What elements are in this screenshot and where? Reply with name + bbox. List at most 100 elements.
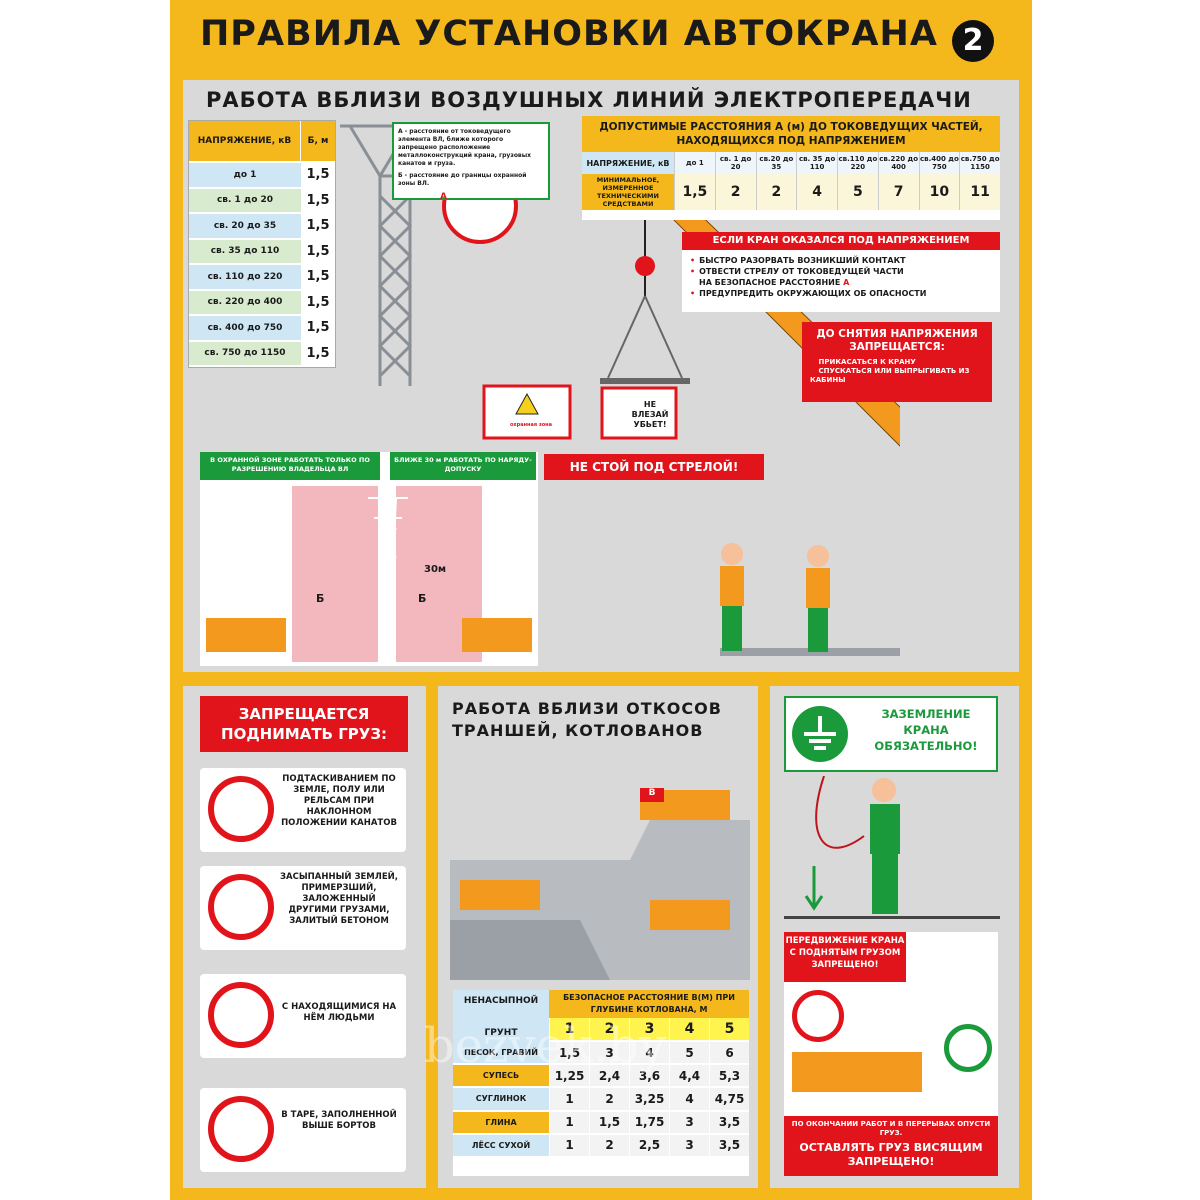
table-row: СУГЛИНОК 1 2 3,25 4 4,75: [453, 1088, 749, 1112]
ban-card: С НАХОДЯЩИМИСЯ НА НЁМ ЛЮДЬМИ: [200, 974, 406, 1058]
ban-text: В ТАРЕ, ЗАПОЛНЕННОЙ ВЫШЕ БОРТОВ: [281, 1110, 397, 1131]
poster-title: ПРАВИЛА УСТАНОВКИ АВТОКРАНА: [200, 14, 938, 54]
value-cell: 1: [549, 1088, 589, 1110]
value-cell: 1,25: [549, 1065, 589, 1087]
sign-danger-label: НЕ ВЛЕЗАЙ УБЬЕТ!: [631, 400, 669, 429]
b-cell: 1,5: [301, 163, 335, 187]
table-row: ГЛИНА 1 1,5 1,75 3 3,5: [453, 1111, 749, 1135]
soil-cell: ПЕСОК, ГРАВИЙ: [453, 1042, 549, 1064]
value-cell: 3,6: [629, 1065, 669, 1087]
corner-bottom-label: ГРУНТ: [484, 1028, 518, 1038]
b-cell: 1,5: [301, 265, 335, 289]
b-cell: 1,5: [301, 341, 335, 365]
soil-cell: ГЛИНА: [453, 1111, 549, 1133]
energized-title: ЕСЛИ КРАН ОКАЗАЛСЯ ПОД НАПРЯЖЕНИЕМ: [682, 232, 1000, 250]
value-cell: 4: [629, 1042, 669, 1064]
before-removal-box: ДО СНЯТИЯ НАПРЯЖЕНИЯ ЗАПРЕЩАЕТСЯ: ПРИКАС…: [802, 322, 992, 402]
mini-crane-right-icon: [462, 618, 532, 652]
distance-cell: 2: [755, 174, 797, 210]
before-removal-list: ПРИКАСАТЬСЯ К КРАНУ СПУСКАТЬСЯ ИЛИ ВЫПРЫ…: [802, 356, 992, 387]
value-cell: 2: [589, 1088, 629, 1110]
voltage-column-header: НАПРЯЖЕНИЕ, кВ: [189, 121, 301, 161]
value-cell: 1: [549, 1134, 589, 1156]
slope-table-caption: БЕЗОПАСНОЕ РАССТОЯНИЕ В(М) ПРИ ГЛУБИНЕ К…: [549, 990, 749, 1018]
voltage-cell: св. 110 до 220: [189, 265, 301, 289]
value-cell: 4: [669, 1088, 709, 1110]
distance-row: МИНИМАЛЬНОЕ, ИЗМЕРЕННОЕ ТЕХНИЧЕСКИМИ СРЕ…: [582, 174, 1000, 210]
voltage-cell: св. 1 до 20: [714, 152, 756, 174]
power-tower-icon: [340, 124, 490, 386]
list-item: СПУСКАТЬСЯ ИЛИ ВЫПРЫГИВАТЬ ИЗ КАБИНЫ: [810, 367, 984, 385]
soil-cell: ЛЁСС СУХОЙ: [453, 1134, 549, 1156]
voltage-cell: св.20 до 35: [755, 152, 797, 174]
value-cell: 5,3: [709, 1065, 749, 1087]
slope-table-corner: НЕНАСЫПНОЙ ГРУНТ: [453, 990, 549, 1042]
value-cell: 3,25: [629, 1088, 669, 1110]
table-row: ПЕСОК, ГРАВИЙ 1,5 3 4 5 6: [453, 1042, 749, 1066]
voltage-cell: св. 220 до 400: [189, 290, 301, 314]
power-lines-title: РАБОТА ВБЛИЗИ ВОЗДУШНЫХ ЛИНИЙ ЭЛЕКТРОПЕР…: [206, 88, 972, 112]
soil-cell: СУПЕСЬ: [453, 1065, 549, 1087]
voltage-cell: до 1: [674, 152, 715, 174]
distance-a-table: ДОПУСТИМЫЕ РАССТОЯНИЯ А (м) ДО ТОКОВЕДУЩ…: [582, 116, 1000, 220]
worker-right-icon: [806, 545, 830, 652]
prohibition-icon: [208, 982, 274, 1048]
distance-a-mark: А: [440, 192, 447, 202]
list-item: ПРЕДУПРЕДИТЬ ОКРУЖАЮЩИХ ОБ ОПАСНОСТИ: [690, 288, 992, 299]
no-move-icon: [792, 990, 844, 1042]
ban-text: ЗАСЫПАННЫЙ ЗЕМЛЕЙ, ПРИМЕРЗШИЙ, ЗАЛОЖЕННЫ…: [280, 872, 398, 926]
depth-cell: 2: [589, 1018, 629, 1040]
voltage-row: НАПРЯЖЕНИЕ, кВ до 1 св. 1 до 20 св.20 до…: [582, 152, 1000, 174]
value-cell: 1: [549, 1111, 589, 1133]
value-cell: 1,75: [629, 1111, 669, 1133]
ground-symbol-icon: [792, 706, 848, 762]
value-cell: 2,4: [589, 1065, 629, 1087]
legend-box: А - расстояние от токоведущего элемента …: [392, 122, 550, 200]
distance-cell: 10: [918, 174, 960, 210]
voltage-cell: св.400 до 750: [918, 152, 960, 174]
legend-b: Б - расстояние до границы охранной зоны …: [398, 172, 527, 187]
lower-load-icon: [944, 1024, 992, 1072]
crane-lower-icon: [650, 900, 730, 930]
ban-text: С НАХОДЯЩИМИСЯ НА НЁМ ЛЮДЬМИ: [281, 1002, 397, 1023]
energized-list: БЫСТРО РАЗОРВАТЬ ВОЗНИКШИЙ КОНТАКТ ОТВЕС…: [682, 250, 1000, 304]
slope-distance-table: НЕНАСЫПНОЙ ГРУНТ БЕЗОПАСНОЕ РАССТОЯНИЕ В…: [453, 990, 749, 1176]
value-cell: 2,5: [629, 1134, 669, 1156]
forbidden-lift-title: ЗАПРЕЩАЕТСЯ ПОДНИМАТЬ ГРУЗ:: [200, 696, 408, 752]
end-big-text: ОСТАВЛЯТЬ ГРУЗ ВИСЯЩИМ ЗАПРЕЩЕНО!: [799, 1141, 983, 1168]
distance-cell: 11: [959, 174, 1000, 210]
protection-zone-diagram: В ОХРАННОЙ ЗОНЕ РАБОТАТЬ ТОЛЬКО ПО РАЗРЕ…: [200, 452, 538, 666]
before-removal-title: ДО СНЯТИЯ НАПРЯЖЕНИЯ ЗАПРЕЩАЕТСЯ:: [816, 328, 978, 353]
worker-body-icon: [870, 804, 900, 854]
legend-a: А - расстояние от токоведущего элемента …: [398, 128, 532, 167]
list-item-text: НА БЕЗОПАСНОЕ РАССТОЯНИЕ: [699, 278, 841, 287]
voltage-cell: св. 35 до 110: [189, 239, 301, 263]
worker-left-icon: [720, 543, 744, 651]
crane-with-load-icon: [792, 1052, 922, 1092]
voltage-cell: св.220 до 400: [877, 152, 919, 174]
sling-icon: [607, 295, 683, 379]
value-cell: 3: [669, 1111, 709, 1133]
distance-b-mark: В: [640, 788, 664, 802]
prohibition-icon: [208, 874, 274, 940]
end-of-work-box: ПО ОКОНЧАНИИ РАБОТ И В ПЕРЕРЫВАХ ОПУСТИ …: [784, 1116, 998, 1176]
depth-cell: 4: [669, 1018, 709, 1040]
b-cell: 1,5: [301, 316, 335, 340]
sign-zone-label: охранная зона: [509, 422, 553, 428]
table-row: СУПЕСЬ 1,25 2,4 3,6 4,4 5,3: [453, 1065, 749, 1089]
distance-cell: 5: [837, 174, 878, 210]
movement-text: ПЕРЕДВИЖЕНИЕ КРАНА С ПОДНЯТЫМ ГРУЗОМ ЗАП…: [784, 932, 906, 982]
list-item: ПРИКАСАТЬСЯ К КРАНУ: [810, 358, 984, 367]
corner-top-label: НЕНАСЫПНОЙ: [463, 996, 539, 1006]
end-small-text: ПО ОКОНЧАНИИ РАБОТ И В ПЕРЕРЫВАХ ОПУСТИ …: [791, 1120, 991, 1137]
value-cell: 3: [589, 1042, 629, 1064]
voltage-cell: св.110 до 220: [837, 152, 878, 174]
distance-cell: 1,5: [674, 174, 715, 210]
